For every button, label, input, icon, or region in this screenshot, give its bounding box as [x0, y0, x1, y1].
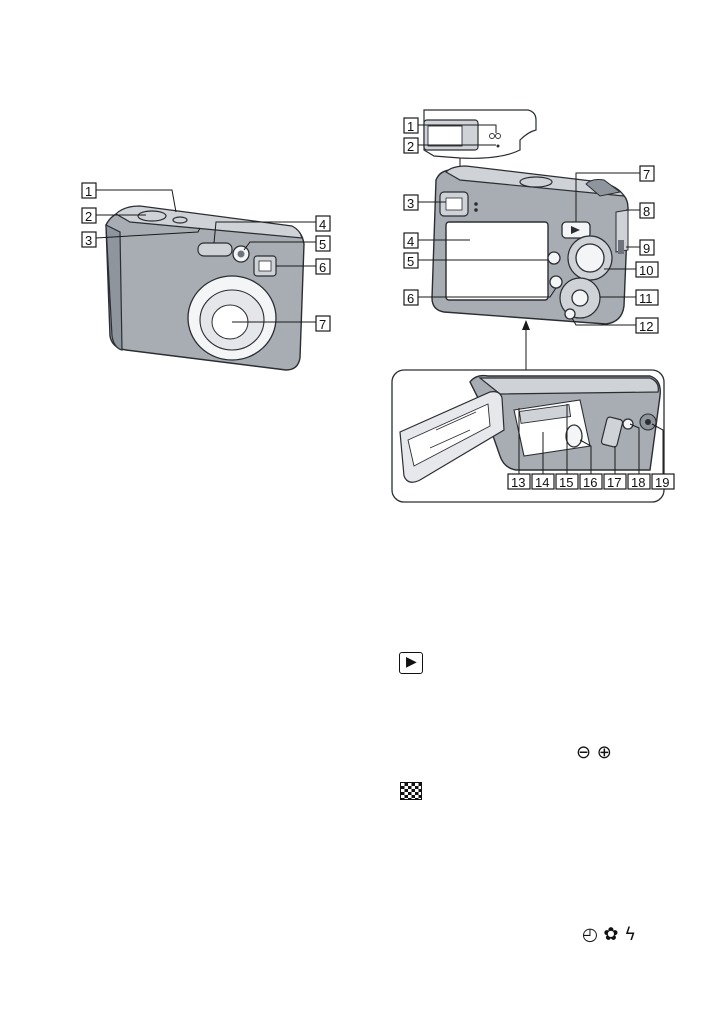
svg-text:8: 8	[643, 204, 650, 219]
svg-text:15: 15	[559, 475, 573, 490]
front-view-camera	[106, 206, 304, 370]
svg-text:1: 1	[85, 184, 92, 199]
svg-text:14: 14	[535, 475, 549, 490]
svg-text:17: 17	[607, 475, 621, 490]
svg-text:19: 19	[655, 475, 669, 490]
svg-text:4: 4	[407, 234, 414, 249]
svg-text:13: 13	[511, 475, 525, 490]
control-button-icons: ◴ ✿ ϟ	[582, 926, 636, 943]
svg-text:6: 6	[319, 260, 326, 275]
shutter-button-front	[138, 211, 166, 221]
back-view-camera	[432, 166, 628, 324]
svg-text:7: 7	[643, 167, 650, 182]
svg-text:12: 12	[639, 319, 653, 334]
svg-text:18: 18	[631, 475, 645, 490]
playback-icon: ▶	[399, 652, 423, 674]
svg-text:9: 9	[643, 241, 650, 256]
svg-text:5: 5	[407, 254, 414, 269]
svg-text:7: 7	[319, 317, 326, 332]
svg-text:6: 6	[407, 291, 414, 306]
svg-text:11: 11	[639, 291, 653, 306]
connector-arrow	[522, 320, 530, 370]
zoom-icons: ⊖ ⊕	[576, 744, 612, 761]
svg-text:3: 3	[85, 233, 92, 248]
svg-text:1: 1	[407, 119, 414, 134]
svg-text:5: 5	[319, 237, 326, 252]
lcd-screen	[446, 222, 548, 300]
svg-text:4: 4	[319, 217, 326, 232]
svg-text:10: 10	[639, 263, 653, 278]
power-button-front	[173, 217, 187, 223]
svg-text:2: 2	[85, 209, 92, 224]
index-icon	[400, 782, 422, 800]
svg-text:3: 3	[407, 196, 414, 211]
svg-text:2: 2	[407, 139, 414, 154]
svg-text:16: 16	[583, 475, 597, 490]
flash-front	[198, 243, 232, 256]
